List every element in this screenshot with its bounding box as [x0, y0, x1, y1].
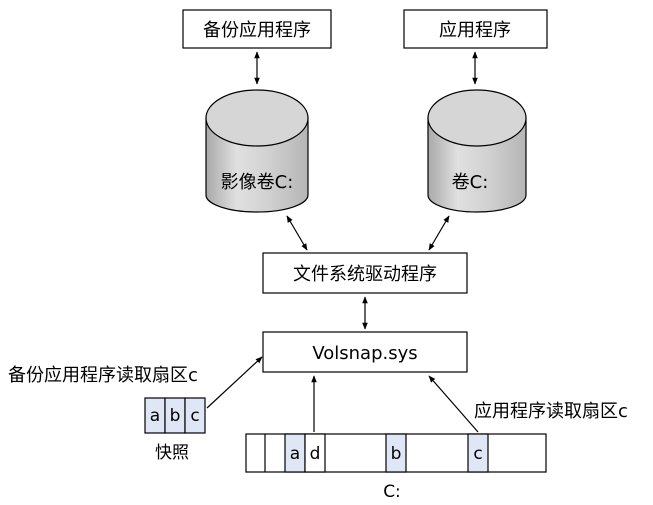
arrow-volume-to-fs: [428, 215, 450, 251]
disk-cell: b: [391, 444, 402, 464]
disk-c-row: a d b c: [245, 433, 547, 473]
fs-driver-label: 文件系统驱动程序: [293, 264, 437, 285]
snapshot-cell: a: [150, 406, 160, 426]
volume-cylinder: 卷C:: [427, 89, 527, 213]
snapshot-label: 快照: [155, 443, 189, 463]
disk-c-label: C:: [383, 482, 401, 502]
snapshot-cells: a b c: [144, 397, 206, 434]
arrow-shadow-to-fs: [286, 215, 308, 251]
snapshot-cell: c: [190, 406, 199, 426]
backup-app-label: 备份应用程序: [203, 20, 311, 41]
volsnap-box: Volsnap.sys: [262, 331, 468, 373]
disk-cell: d: [310, 444, 321, 464]
arrow-snapshot-to-volsnap: [206, 356, 263, 409]
app-read-label: 应用程序读取扇区c: [474, 401, 628, 422]
snapshot-cell: b: [170, 406, 181, 426]
shadow-volume-label: 影像卷C:: [221, 172, 294, 193]
app-label: 应用程序: [439, 20, 511, 41]
disk-cell: a: [290, 444, 300, 464]
shadow-volume-cylinder: 影像卷C:: [205, 89, 309, 213]
fs-driver-box: 文件系统驱动程序: [262, 252, 468, 294]
disk-cell: c: [473, 444, 482, 464]
volume-label: 卷C:: [452, 172, 489, 193]
arrow-app-read-to-volsnap: [428, 375, 479, 433]
app-box: 应用程序: [403, 9, 548, 49]
backup-read-label: 备份应用程序读取扇区c: [8, 365, 198, 386]
backup-app-box: 备份应用程序: [182, 9, 332, 49]
volsnap-label: Volsnap.sys: [312, 343, 417, 364]
